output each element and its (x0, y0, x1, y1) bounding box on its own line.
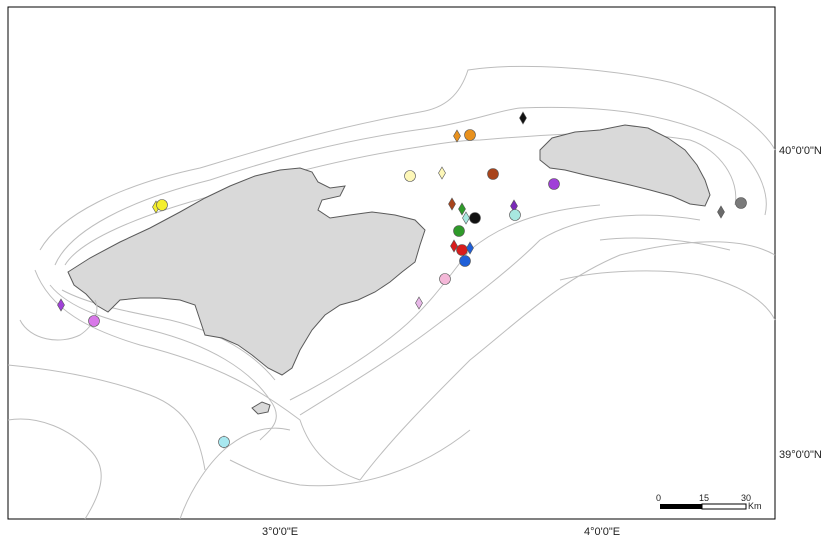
marker-circle (548, 178, 560, 190)
marker-diamond (448, 197, 456, 211)
marker-circle (459, 255, 471, 267)
marker-circle (453, 225, 465, 237)
isobath-mid (54, 106, 767, 266)
marker-circle (469, 212, 481, 224)
marker-circle (464, 129, 476, 141)
mallorca-island (67, 167, 426, 376)
marker-diamond (438, 166, 446, 180)
cabrera-island (251, 401, 271, 415)
lat-label-39: 39°0'0"N (779, 449, 822, 461)
marker-circle (156, 199, 168, 211)
markers-layer (57, 111, 747, 449)
marker-circle (439, 273, 451, 285)
scale-bar: 0 15 30 Km (656, 493, 762, 511)
west-isobath-ring (19, 299, 98, 341)
marker-diamond (466, 241, 474, 255)
isobath-southwest (7, 418, 291, 520)
marker-diamond (57, 298, 65, 312)
isobath-inner-2 (61, 204, 601, 401)
marker-diamond (519, 111, 527, 125)
scale-bar-black (660, 504, 702, 509)
marker-circle (456, 244, 468, 256)
marker-diamond (450, 239, 458, 253)
marker-diamond (462, 211, 470, 225)
isobath-outer (39, 65, 776, 251)
isobath-lines (7, 65, 776, 520)
marker-circle (88, 315, 100, 327)
isobath-east (559, 237, 776, 321)
isobath-south (7, 364, 471, 487)
lat-label-40: 40°0'0"N (779, 145, 822, 157)
isobath-outer-2 (34, 241, 776, 481)
scale-bar-white (701, 503, 747, 510)
marker-circle (487, 168, 499, 180)
marker-diamond (453, 129, 461, 143)
scale-tick-15: 15 (699, 493, 709, 503)
marker-circle (509, 209, 521, 221)
isobath-mid-2 (49, 214, 701, 441)
marker-circle (218, 436, 230, 448)
marker-diamond (458, 202, 466, 216)
marker-diamond (415, 296, 423, 310)
marker-diamond (717, 205, 725, 219)
marker-circle (404, 170, 416, 182)
menorca-island (539, 124, 711, 207)
scale-tick-30: 30 (741, 493, 751, 503)
lon-label-4: 4°0'0"E (584, 526, 620, 538)
isobath-inner (64, 132, 737, 266)
scale-tick-0: 0 (656, 493, 661, 503)
lon-label-3: 3°0'0"E (262, 526, 298, 538)
marker-circle (735, 197, 747, 209)
scale-unit: Km (748, 501, 762, 511)
